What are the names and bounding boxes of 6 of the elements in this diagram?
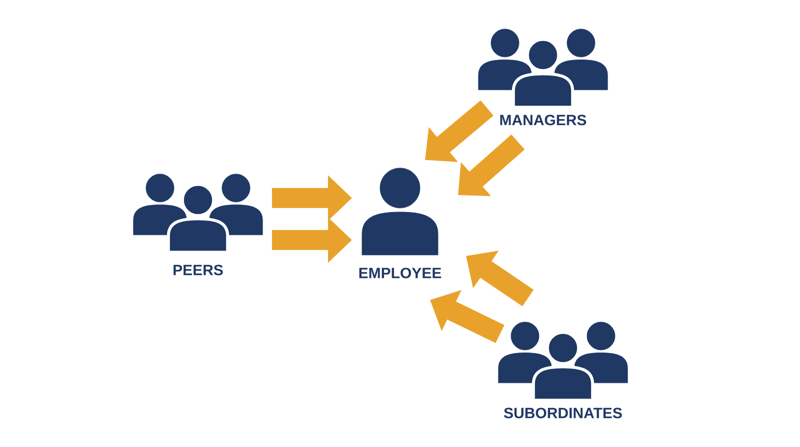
node-label: MANAGERS	[500, 114, 586, 126]
node-label: EMPLOYEE	[359, 268, 442, 278]
node-label: SUBORDINATES	[504, 408, 622, 418]
arrow	[425, 100, 494, 162]
arrow	[458, 134, 525, 196]
node-label: PEERS	[174, 264, 223, 276]
